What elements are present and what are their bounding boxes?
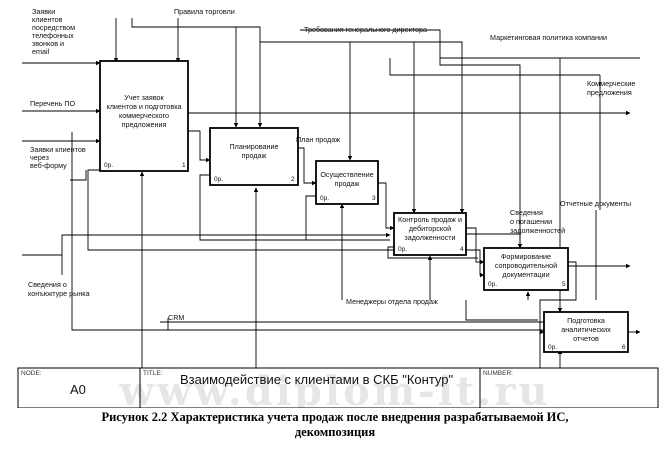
block-4-line-3: задолженности xyxy=(404,233,455,242)
label-price-list: Перечень ПО xyxy=(30,99,76,108)
caption-line-2: декомпозиция xyxy=(294,425,376,439)
diagram-title: Взаимодействие с клиентами в СКБ "Контур… xyxy=(180,372,453,387)
block-4-cost: 0р. xyxy=(398,246,407,253)
block-4-number: 4 xyxy=(460,246,464,253)
label-payment-info: Сведения о погашении задолженностей xyxy=(510,208,565,235)
block-4-line-2: дебиторской xyxy=(409,224,451,233)
block-3-line-2: продаж xyxy=(335,179,360,188)
label-requests-web: Заявки клиентов через веб-форму xyxy=(30,145,88,170)
label-director-requirements: Требования генерального директора xyxy=(304,25,427,34)
arrow-market-info xyxy=(22,232,391,256)
block-6-line-3: отчетов xyxy=(573,334,599,343)
figure-caption: Рисунок 2.2 Характеристика учета продаж … xyxy=(0,410,670,440)
block-1-line-3: коммерческого xyxy=(119,111,169,120)
number-label: NUMBER: xyxy=(483,370,513,377)
arrow-payment-info xyxy=(466,233,521,244)
block-1-cost: 0р. xyxy=(104,162,113,169)
block-5-line-2: сопроводительной xyxy=(495,261,557,270)
arrows xyxy=(22,18,641,368)
title-frame: NODE: A0 TITLE: Взаимодействие с клиента… xyxy=(17,367,659,408)
block-5-line-3: документации xyxy=(502,270,549,279)
arrow-b5-b6 xyxy=(539,261,577,335)
arrow-b1-b2 xyxy=(188,130,211,163)
block-1-line-2: клиентов и подготовка xyxy=(107,102,182,111)
block-1-line-4: предложения xyxy=(122,120,167,129)
block-5-number: 5 xyxy=(562,281,566,288)
block-5-line-1: Формирование xyxy=(501,252,551,261)
label-crm: CRM xyxy=(168,313,184,322)
block-2-line-1: Планирование xyxy=(229,142,278,151)
label-trade-rules: Правила торговли xyxy=(174,7,235,16)
block-3-line-1: Осуществление xyxy=(320,170,373,179)
arrow-director-req-b5 xyxy=(300,29,523,249)
block-2-cost: 0р. xyxy=(214,176,223,183)
block-6-line-2: аналитических xyxy=(561,325,611,334)
block-6-number: 6 xyxy=(622,344,626,351)
block-6-cost: 0р. xyxy=(548,344,557,351)
label-market-info: Сведения о конъюктуре рынка xyxy=(28,280,90,298)
block-2-line-2: продаж xyxy=(242,151,267,160)
block-4-line-1: Контроль продаж и xyxy=(398,215,462,224)
block-2-number: 2 xyxy=(291,176,295,183)
label-sales-plan: План продаж xyxy=(296,135,340,144)
arrow-sales-plan xyxy=(298,147,317,186)
block-1-line-1: Учет заявок xyxy=(124,93,164,102)
block-5-cost: 0р. xyxy=(488,281,497,288)
node-value: A0 xyxy=(70,382,86,397)
label-reporting-docs: Отчетные документы xyxy=(560,199,631,208)
label-sales-managers: Менеджеры отдела продаж xyxy=(346,297,438,306)
watermark: www.diplom-it.ru xyxy=(119,368,551,408)
label-marketing-policy: Маркетинговая политика компании xyxy=(490,33,607,42)
arrow-b3-b4 xyxy=(378,182,395,231)
label-commercial-offers: Коммерческие предложения xyxy=(587,79,637,97)
block-3-number: 3 xyxy=(372,195,376,202)
arrow-trade-rules xyxy=(131,18,239,128)
block-3-cost: 0р. xyxy=(320,195,329,202)
block-6-line-1: Подготовка xyxy=(567,316,605,325)
arrow-feedback-1 xyxy=(87,169,485,278)
node-label: NODE: xyxy=(21,370,42,377)
caption-line-1: Рисунок 2.2 Характеристика учета продаж … xyxy=(101,410,569,424)
idef0-diagram: www.diplom-it.ru xyxy=(17,7,659,408)
arrow-managers-line xyxy=(465,300,538,321)
label-requests-phone: Заявки клиентов посредством телефонных з… xyxy=(32,7,77,56)
title-label: TITLE: xyxy=(143,370,163,377)
block-1-number: 1 xyxy=(182,162,186,169)
arrow-b4-b5 xyxy=(466,227,485,265)
